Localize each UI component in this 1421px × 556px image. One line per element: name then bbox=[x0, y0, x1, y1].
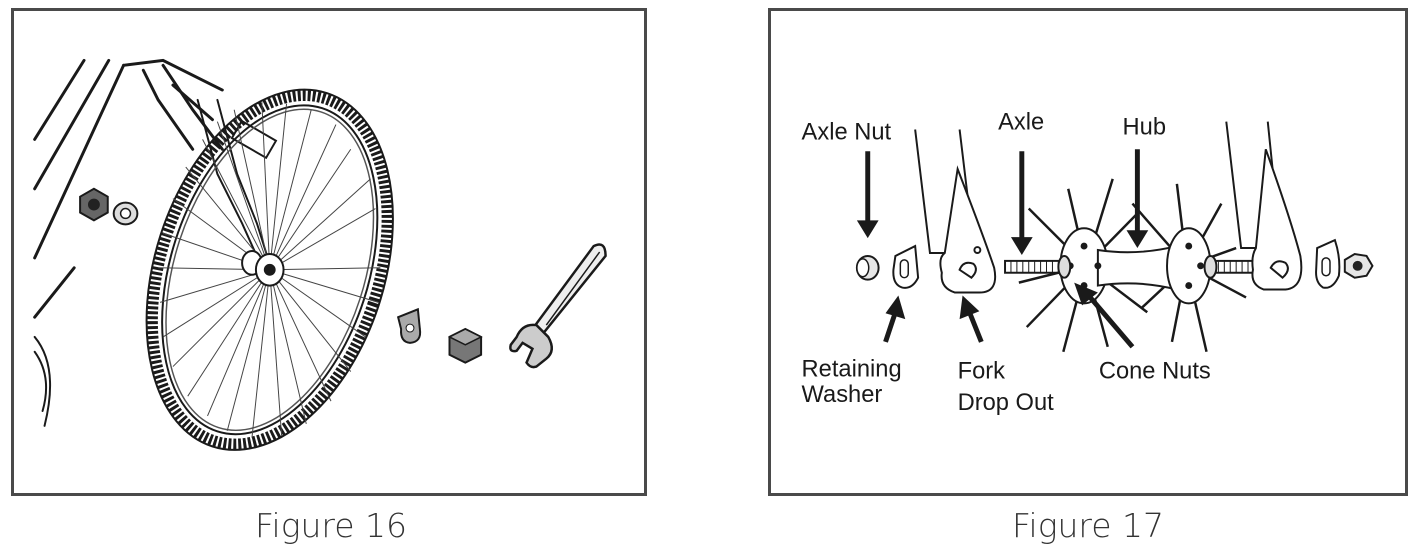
retaining-washer-left bbox=[112, 201, 139, 226]
right-fork-leg bbox=[1225, 121, 1303, 291]
label-retaining-washer-line2: Washer bbox=[802, 382, 883, 408]
figure-17-caption: Figure 17 bbox=[1011, 506, 1165, 545]
figure-16-caption: Figure 16 bbox=[254, 506, 408, 545]
hub-body bbox=[1059, 227, 1212, 305]
axle-nut-left bbox=[79, 187, 109, 222]
bike-frame bbox=[33, 58, 224, 319]
label-retaining-washer-line1: Retaining bbox=[802, 356, 902, 382]
callout-arrows bbox=[856, 149, 1149, 349]
label-fork-drop-out-line1: Fork bbox=[958, 358, 1006, 384]
axle-nut-icon bbox=[855, 254, 880, 281]
wheel-hub bbox=[241, 250, 285, 287]
retaining-washer-icon bbox=[892, 244, 920, 289]
fork-drop-out-right bbox=[1269, 260, 1289, 279]
axle-nut-right-icon bbox=[1343, 252, 1374, 279]
label-cone-nuts: Cone Nuts bbox=[1099, 358, 1211, 384]
figure-17-panel: Axle Nut Axle Hub Retaining Washer Fork … bbox=[768, 8, 1408, 496]
figure-17-illustration: Axle Nut Axle Hub Retaining Washer Fork … bbox=[802, 110, 1374, 416]
retaining-washer-right-icon bbox=[1315, 238, 1341, 289]
cone-nuts bbox=[1057, 254, 1218, 279]
label-axle: Axle bbox=[998, 110, 1044, 136]
front-wheel bbox=[145, 88, 394, 451]
retaining-washer-right bbox=[396, 307, 422, 344]
fork-drop-out-left bbox=[958, 261, 977, 279]
label-hub: Hub bbox=[1123, 114, 1166, 140]
figure-16-panel bbox=[11, 8, 647, 496]
label-fork-drop-out-line2: Drop Out bbox=[958, 390, 1055, 416]
figure-16-illustration bbox=[33, 58, 607, 451]
left-fork-leg bbox=[914, 129, 997, 294]
wheel-spokes bbox=[158, 101, 381, 438]
label-axle-nut: Axle Nut bbox=[802, 119, 892, 145]
rear-wheel-fragment bbox=[33, 335, 52, 427]
wrench-icon bbox=[509, 243, 607, 369]
axle-nut-right bbox=[447, 327, 483, 364]
